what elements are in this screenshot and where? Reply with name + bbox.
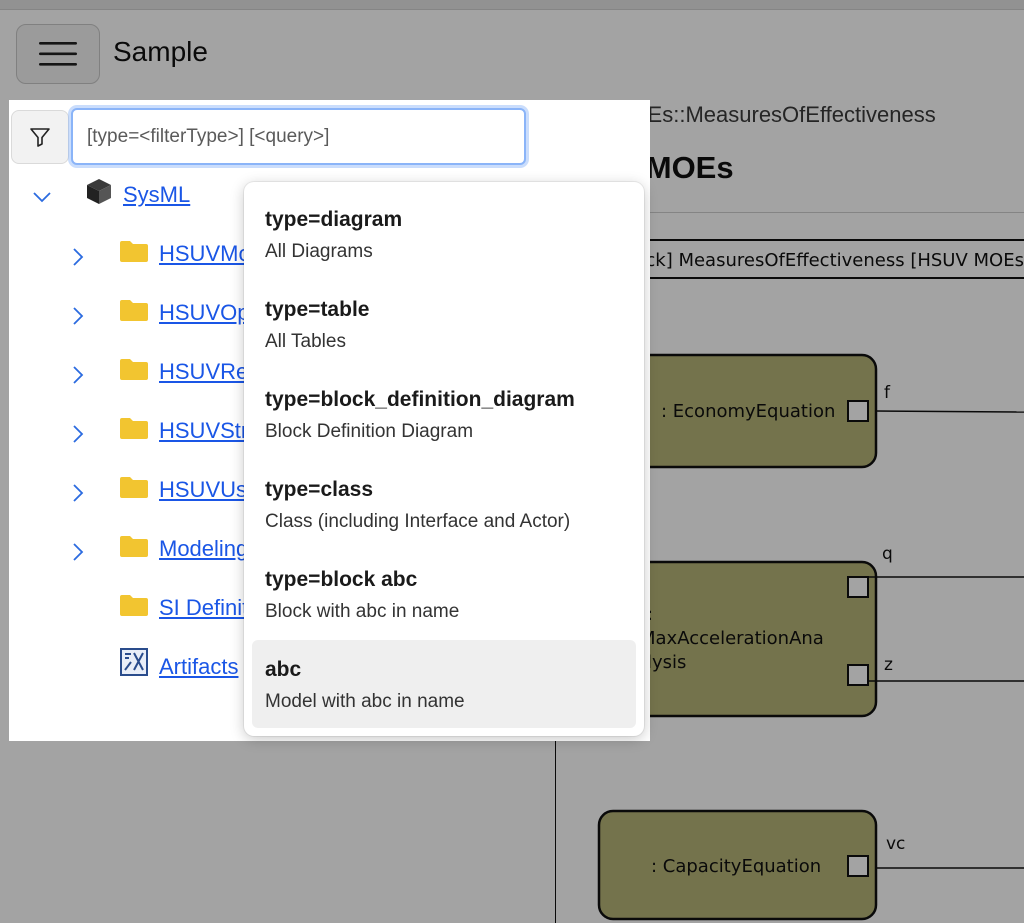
port-label: z [884,655,893,675]
suggestion-item[interactable]: type=class Class (including Interface an… [252,460,636,548]
part-label: : CapacityEquation [651,856,822,877]
folder-icon [120,418,148,439]
tree-item-root[interactable]: SysML [123,182,191,207]
artifact-icon [120,648,148,676]
suggestion-desc: All Diagrams [265,241,373,262]
part-label-line: lysis [647,652,687,673]
folder-icon [120,595,148,616]
suggestion-key: type=block_definition_diagram [265,388,575,411]
filter-input[interactable] [71,108,526,165]
suggestion-item[interactable]: type=block_definition_diagram Block Defi… [252,370,636,458]
part-label: : EconomyEquation [661,401,836,422]
hamburger-icon [39,42,77,66]
chevron-right-icon[interactable] [67,541,89,563]
suggestion-desc: Class (including Interface and Actor) [265,511,571,532]
folder-icon [120,300,148,321]
suggestion-desc: Model with abc in name [265,691,465,712]
dropdown-caret [267,171,293,184]
chevron-right-icon[interactable] [67,364,89,386]
window-top-bar [0,0,1024,10]
diagram-canvas[interactable]: [Block] MeasuresOfEffectiveness [HSUV MO… [555,231,1024,923]
suggestion-desc: Block Definition Diagram [265,421,474,442]
port-z [847,664,869,686]
folder-icon [120,359,148,380]
filter-suggestions-dropdown: type=diagram All Diagrams type=table All… [244,182,644,736]
suggestion-desc: All Tables [265,331,346,352]
suggestion-item[interactable]: type=block abc Block with abc in name [252,550,636,638]
folder-icon [120,477,148,498]
port-label: q [882,544,893,564]
port-vc [847,855,869,877]
suggestion-key: type=class [265,478,373,501]
port-label: vc [886,834,906,854]
chevron-down-icon[interactable] [31,186,53,208]
port-label: f [884,383,890,403]
folder-icon [120,241,148,262]
port-q [847,576,869,598]
filter-icon [30,128,50,147]
chevron-right-icon[interactable] [67,246,89,268]
part-label-line: MaxAccelerationAna [640,628,824,649]
suggestion-key: type=diagram [265,208,403,231]
suggestion-key: type=block abc [265,568,418,591]
suggestion-item[interactable]: type=diagram All Diagrams [252,190,636,278]
part-capacity-equation [597,809,1024,921]
suggestion-item-active[interactable]: abc Model with abc in name [252,640,636,728]
filter-button[interactable] [11,110,69,164]
port-f [847,400,869,422]
tree-item[interactable]: Artifacts [159,654,239,679]
title-divider [551,212,1024,213]
suggestion-item[interactable]: type=table All Tables [252,280,636,368]
suggestion-desc: Block with abc in name [265,601,460,622]
part-label-line: : [647,604,654,625]
chevron-right-icon[interactable] [67,482,89,504]
suggestion-key: type=table [265,298,370,321]
chevron-right-icon[interactable] [67,423,89,445]
suggestion-key: abc [265,658,302,681]
package-icon [87,179,111,204]
app-title: Sample [113,36,208,67]
menu-button[interactable] [16,24,100,84]
folder-icon [120,536,148,557]
chevron-right-icon[interactable] [67,305,89,327]
diagram-frame-label: [Block] MeasuresOfEffectiveness [HSUV MO… [555,239,1024,279]
